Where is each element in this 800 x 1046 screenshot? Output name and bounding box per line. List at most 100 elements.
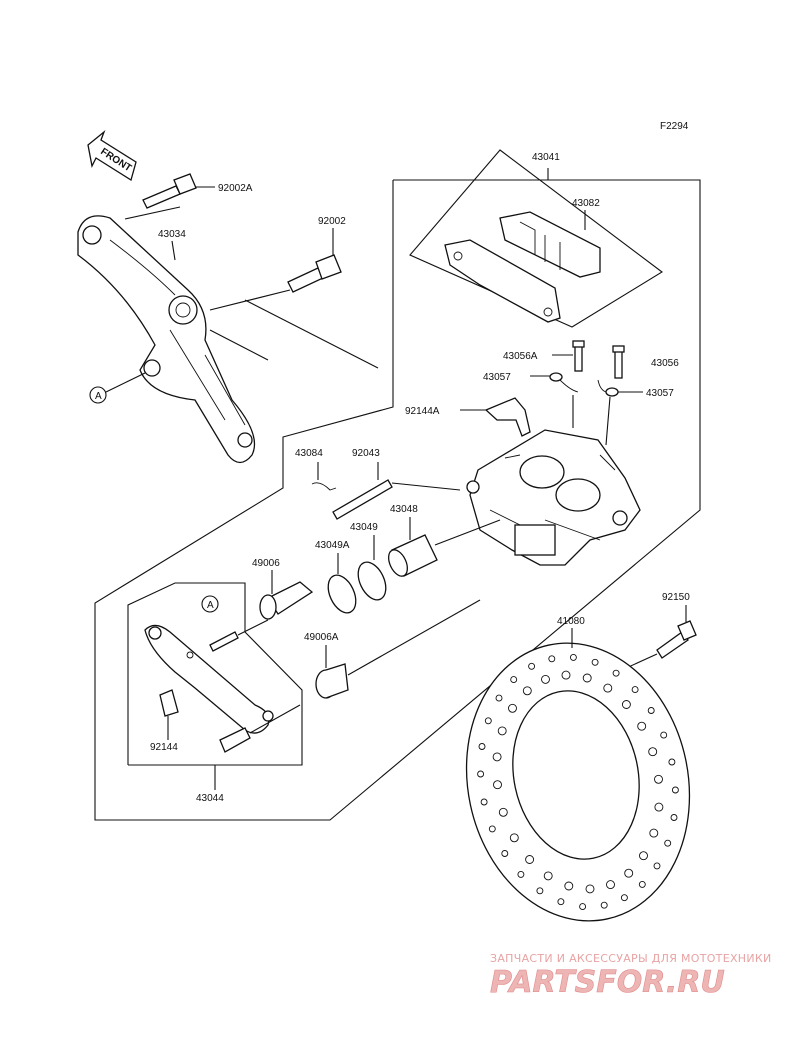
bleeder-cap-left <box>549 372 579 393</box>
part-49006A[interactable]: 49006A <box>304 632 339 643</box>
part-43049[interactable]: 43049 <box>350 522 378 533</box>
disc-hole <box>498 807 508 817</box>
disc-hole <box>543 871 553 881</box>
brake-pads <box>444 211 601 323</box>
boot-49006 <box>259 581 314 620</box>
disc-hole <box>671 786 679 794</box>
disc-hole <box>668 758 676 766</box>
part-43041[interactable]: 43041 <box>532 152 560 163</box>
part-43084[interactable]: 43084 <box>295 448 323 459</box>
disc-hole <box>477 770 485 778</box>
disc-hole <box>564 881 574 891</box>
part-43082[interactable]: 43082 <box>572 198 600 209</box>
disc-hole <box>637 721 647 731</box>
disc-hole <box>495 694 503 702</box>
front-arrow-icon: FRONT <box>87 129 137 182</box>
part-92043[interactable]: 92043 <box>352 448 380 459</box>
caliper-body <box>466 429 641 566</box>
disc-hole <box>536 887 544 895</box>
disc-hole <box>478 743 486 750</box>
disc-hole <box>603 683 613 693</box>
part-92150[interactable]: 92150 <box>662 592 690 603</box>
callout-a-circle-2 <box>201 595 219 613</box>
disc-hole <box>654 802 664 812</box>
watermark-tagline: ЗАПЧАСТИ И АКСЕССУАРЫ ДЛЯ МОТОТЕХНИКИ <box>490 952 772 965</box>
support-bracket-43044 <box>144 624 274 753</box>
disc-hole <box>620 894 628 902</box>
disc-hole <box>508 703 517 713</box>
cotter-pin-43084 <box>311 482 337 491</box>
disc-hole <box>631 686 639 694</box>
bracket-43044-outline <box>127 582 303 766</box>
disc-hole <box>509 833 519 843</box>
part-92002A[interactable]: 92002A <box>218 183 253 194</box>
part-43049A[interactable]: 43049A <box>315 540 350 551</box>
bolt-92150 <box>656 620 697 659</box>
disc-hole <box>624 868 634 878</box>
disc-hole <box>647 707 655 714</box>
pad-spring-92144 <box>159 689 179 717</box>
part-43048[interactable]: 43048 <box>390 504 418 515</box>
piston-43048 <box>387 534 438 577</box>
disc-hole <box>585 884 595 894</box>
disc-hole <box>639 851 648 861</box>
disc-hole <box>649 828 659 838</box>
seal-43049 <box>357 561 387 601</box>
disc-hole <box>653 862 661 870</box>
disc-hole <box>517 870 525 878</box>
bleeder-valve-43056A <box>572 340 585 372</box>
watermark-brand: PARTSFOR.RU <box>490 965 725 1000</box>
disc-hole <box>501 850 509 857</box>
disc-hole <box>660 731 668 739</box>
disc-hole <box>648 747 658 757</box>
boot-49006A <box>315 663 349 699</box>
disc-hole <box>561 670 571 680</box>
part-43034[interactable]: 43034 <box>158 229 186 240</box>
callout-a-label: A <box>95 391 102 402</box>
pad-set-frame <box>409 149 663 328</box>
part-92002[interactable]: 92002 <box>318 216 346 227</box>
seal-43049A <box>327 574 357 614</box>
part-92144[interactable]: 92144 <box>150 742 178 753</box>
bleeder-valve-43056 <box>612 345 625 379</box>
disc-hole <box>522 686 532 696</box>
disc-hole <box>612 669 620 677</box>
part-49006[interactable]: 49006 <box>252 558 280 569</box>
part-43056A[interactable]: 43056A <box>503 351 538 362</box>
callout-a-circle <box>89 386 107 404</box>
disc-hole <box>492 752 502 762</box>
part-43044[interactable]: 43044 <box>196 793 224 804</box>
disc-hole <box>569 653 577 661</box>
disc-hole <box>541 674 550 684</box>
part-43057-right[interactable]: 43057 <box>646 388 674 399</box>
disc-hole <box>510 676 518 684</box>
disc-hole <box>493 780 502 790</box>
disc-hole <box>480 798 488 806</box>
part-43056[interactable]: 43056 <box>651 358 679 369</box>
disc-hole <box>670 814 678 821</box>
disc-hole <box>557 898 565 906</box>
disc-holes <box>477 653 679 911</box>
disc-hole <box>654 774 663 784</box>
bleeder-cap-right <box>597 379 619 397</box>
part-92144A[interactable]: 92144A <box>405 406 440 417</box>
disc-hole <box>497 726 507 736</box>
disc-hole <box>600 901 608 909</box>
disc-hole <box>582 673 592 683</box>
callout-a-label-2: A <box>207 600 214 611</box>
disc-hole <box>664 839 672 847</box>
disc-hole <box>606 880 615 890</box>
figure-code: F2294 <box>660 121 689 132</box>
disc-hole <box>525 855 535 864</box>
brake-disc-41080 <box>465 642 691 922</box>
bolt-92002A <box>142 173 197 209</box>
disc-hole <box>591 658 599 666</box>
disc-hole <box>638 880 646 888</box>
part-43057-left[interactable]: 43057 <box>483 372 511 383</box>
disc-hole <box>488 825 496 833</box>
pad-spring-92144A <box>484 397 531 437</box>
bolt-92002 <box>287 254 342 293</box>
part-41080[interactable]: 41080 <box>557 616 585 627</box>
disc-hole <box>528 662 536 670</box>
